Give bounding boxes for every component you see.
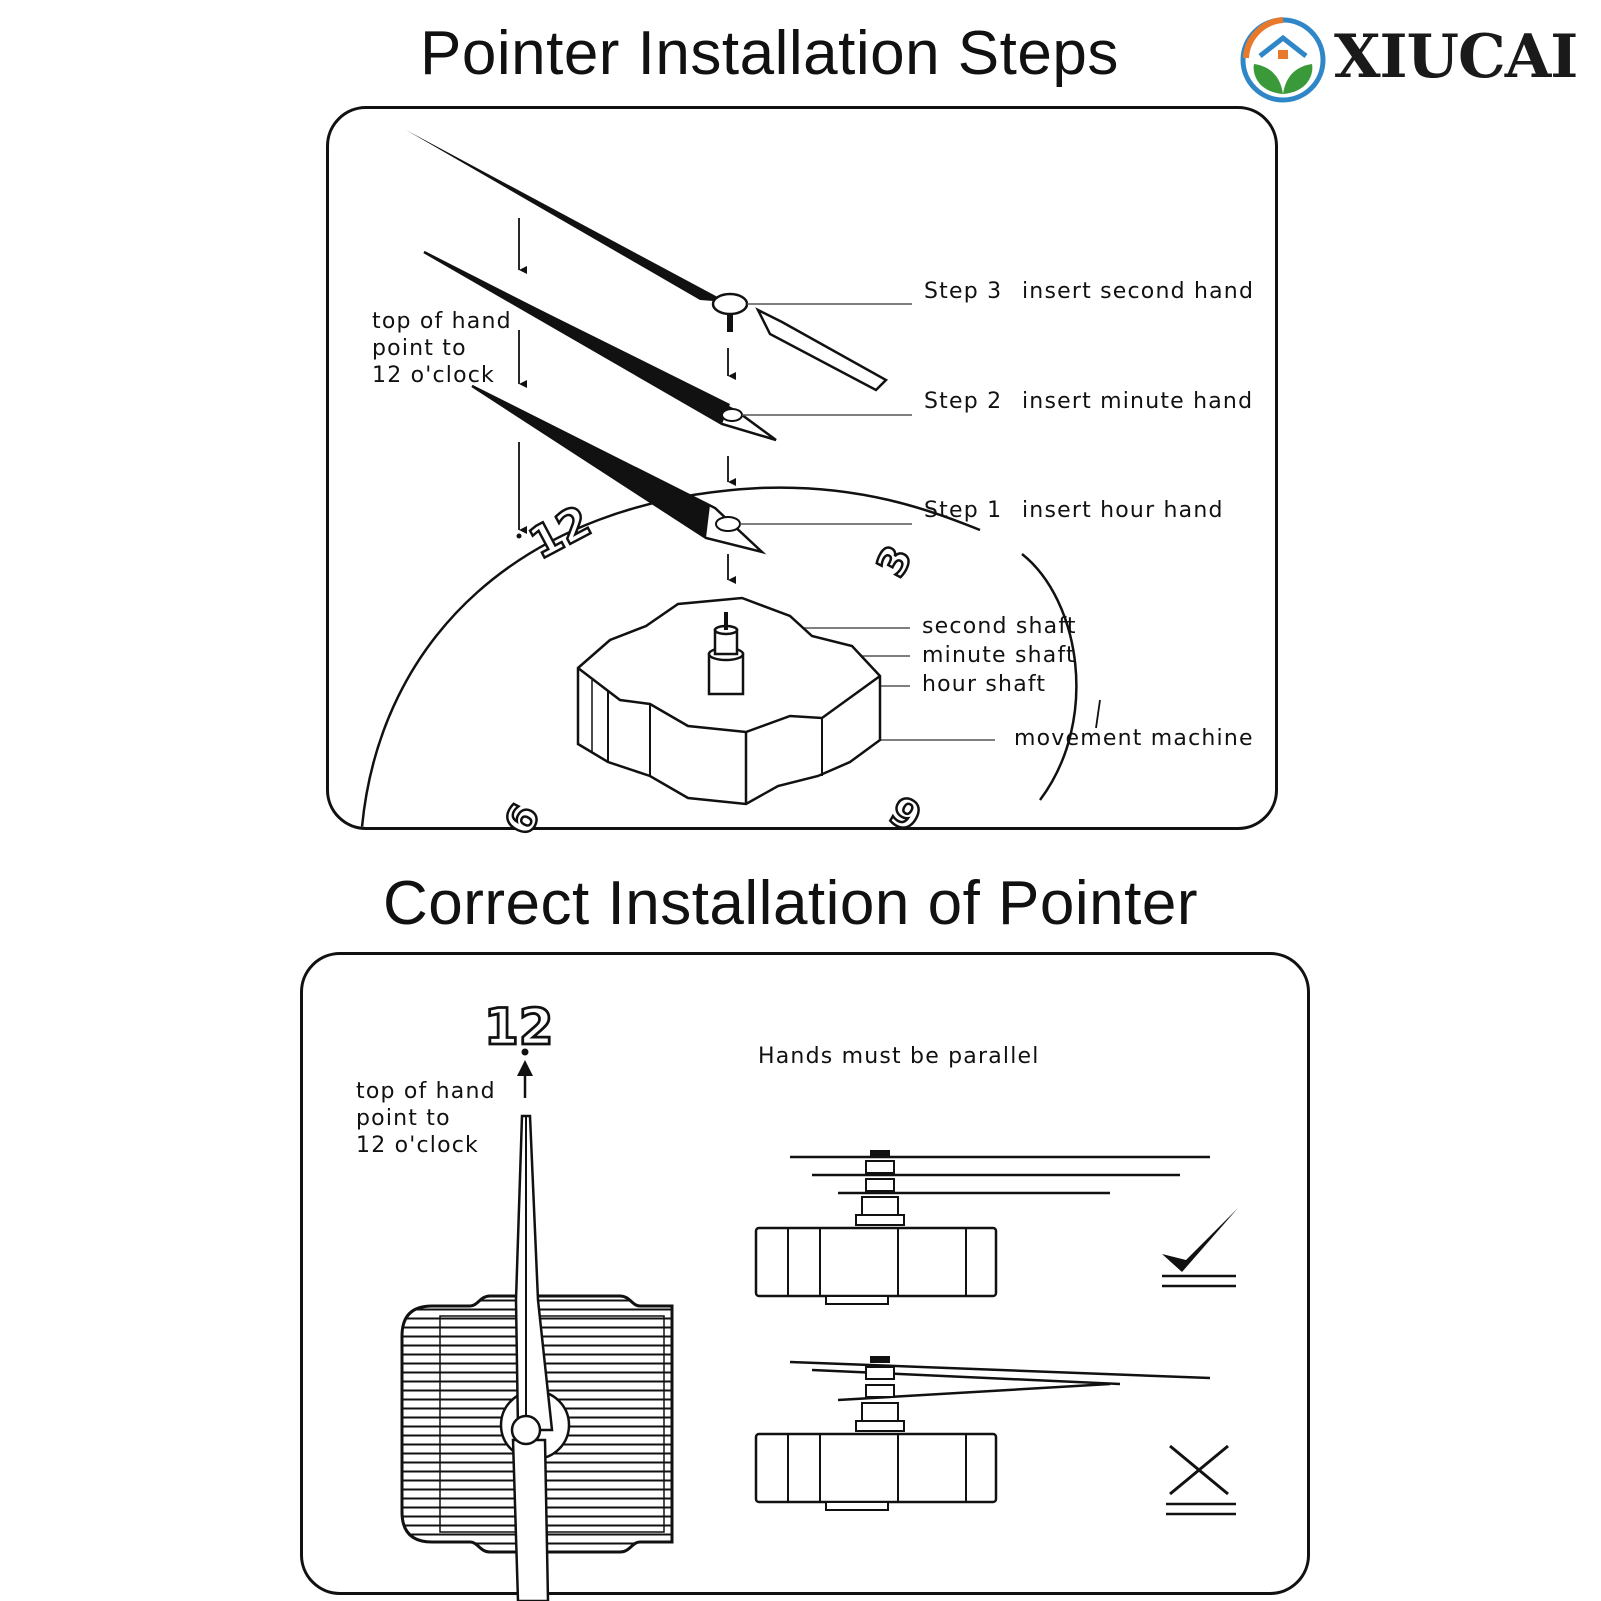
- side-view-correct: [754, 1150, 1238, 1305]
- clock-dial-arc-right: [1021, 553, 1078, 801]
- hint-top-of-hand-2: top of hand point to 12 o'clock: [356, 1079, 496, 1158]
- movement-machine-label: movement machine: [1014, 726, 1254, 751]
- dial-number-9: 9: [493, 795, 547, 841]
- brand-logo: XIUCAI: [1238, 14, 1588, 104]
- hour-shaft-label: hour shaft: [922, 672, 1047, 697]
- step3-label: Step 3: [924, 279, 1003, 304]
- hands-parallel-note: Hands must be parallel: [758, 1044, 1040, 1069]
- dial-number-6: 6: [883, 785, 930, 839]
- step1-label: Step 1: [924, 498, 1003, 523]
- second-shaft-label: second shaft: [922, 614, 1077, 639]
- page-title-installation-steps: Pointer Installation Steps: [420, 19, 1119, 88]
- brand-name: XIUCAI: [1334, 22, 1578, 92]
- dial-number-3: 3: [868, 539, 922, 585]
- cross-mark-icon: [1166, 1444, 1236, 1516]
- side-view-incorrect: [754, 1356, 1236, 1516]
- step2-text: insert minute hand: [1022, 389, 1254, 414]
- front-view-illustration: [400, 1048, 674, 1601]
- second-hand-needle: [406, 130, 727, 302]
- steps-illustration: [360, 130, 1101, 827]
- page-title-correct-installation: Correct Installation of Pointer: [383, 869, 1198, 938]
- second-hand-tail: [755, 307, 889, 392]
- step1-text: insert hour hand: [1022, 498, 1224, 523]
- dial-number-12: 12: [521, 496, 599, 570]
- house-leaf-icon: [1240, 17, 1326, 103]
- step3-text: insert second hand: [1022, 279, 1255, 304]
- step2-label: Step 2: [924, 389, 1003, 414]
- minute-shaft-label: minute shaft: [922, 643, 1076, 668]
- hint-top-of-hand: top of hand point to 12 o'clock: [372, 309, 512, 388]
- twelve-marker: 12: [484, 998, 554, 1056]
